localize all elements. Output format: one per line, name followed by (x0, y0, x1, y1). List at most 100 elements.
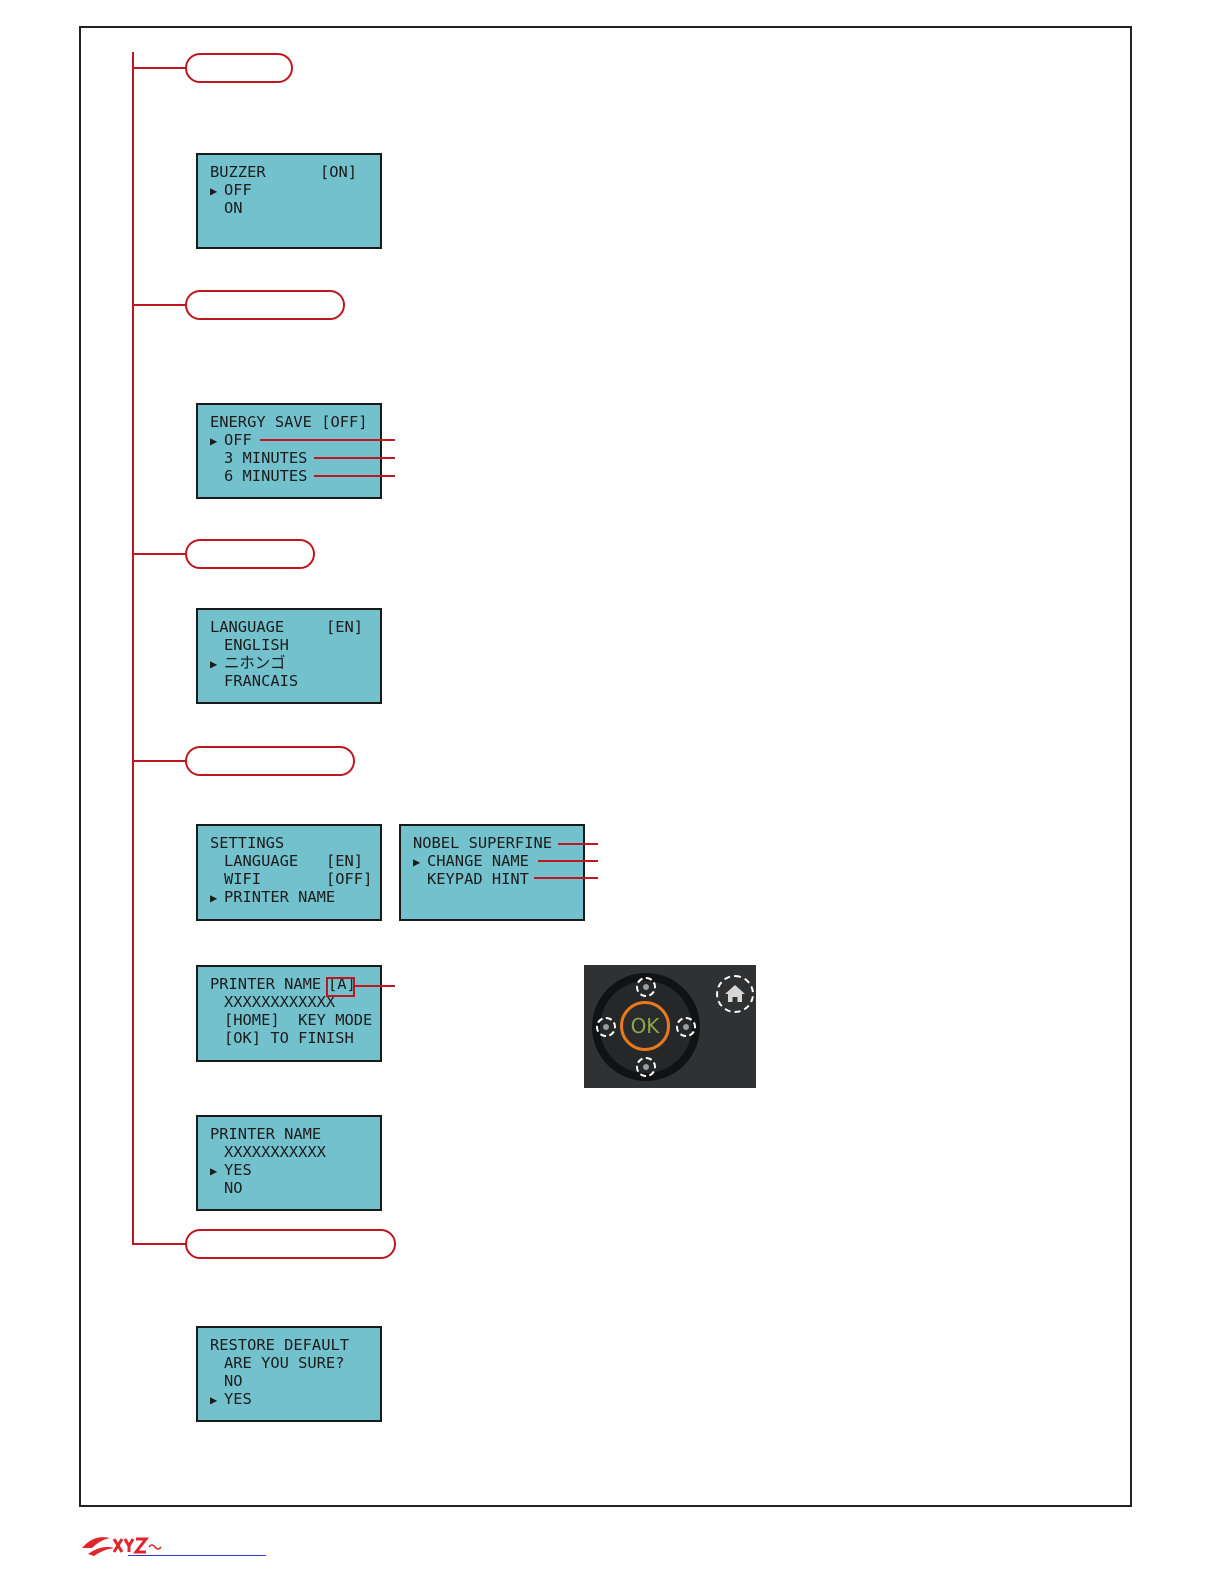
lcd-row: ▶ ニホンゴ (210, 654, 380, 672)
lcd-row-text: XXXXXXXXXXXX (224, 993, 336, 1011)
lcd-row: ON (210, 199, 380, 217)
lcd-row-text: SETTINGS (210, 834, 285, 852)
lcd-row-text: [OK] TO FINISH (224, 1029, 354, 1047)
xyz-logo-icon (82, 1537, 162, 1556)
lcd-row: ▶ YES (210, 1390, 380, 1408)
branch-energy (132, 304, 186, 306)
lcd-row: 3 MINUTES (210, 449, 380, 467)
lcd-printer-edit: PRINTER NAME [A]XXXXXXXXXXXX[HOME] KEY MO… (196, 965, 382, 1062)
lcd-row-text: 6 MINUTES (224, 467, 308, 485)
lcd-row: ▶PRINTER NAME (210, 888, 380, 906)
lcd-row-text: LANGUAGE (210, 618, 285, 636)
selector-arrow-icon: ▶ (210, 1164, 218, 1178)
lcd-row-text: YES (224, 1161, 252, 1179)
lcd-row: ARE YOU SURE? (210, 1354, 380, 1372)
lcd-row-text: LANGUAGE (224, 852, 299, 870)
lcd-row: XXXXXXXXXXXX (210, 993, 380, 1011)
menu-label-printer-name (185, 746, 355, 776)
selector-arrow-icon: ▶ (210, 1393, 218, 1407)
lcd-row: SETTINGS (210, 834, 380, 852)
lcd-row: LANGUAGE [EN] (210, 618, 380, 636)
branch-restore (132, 1243, 186, 1245)
lcd-row-value: [ON] (320, 163, 358, 181)
lcd-row: ENGLISH (210, 636, 380, 654)
lcd-row: LANGUAGE [EN] (210, 852, 380, 870)
lcd-row-text: NO (224, 1179, 243, 1197)
lcd-row: PRINTER NAME (210, 1125, 380, 1143)
lcd-row-text: RESTORE DEFAULT (210, 1336, 349, 1354)
lcd-row-text: ENGLISH (224, 636, 289, 654)
callout-6-minutes (314, 475, 395, 477)
left-button-marker[interactable] (596, 1017, 616, 1037)
lcd-row: NO (210, 1179, 380, 1197)
lcd-row-text: XXXXXXXXXXX (224, 1143, 326, 1161)
lcd-row: ▶ YES (210, 1161, 380, 1179)
lcd-row-text: NOBEL SUPERFINE (413, 834, 552, 852)
selector-arrow-icon: ▶ (210, 657, 218, 671)
callout-3-minutes (314, 457, 395, 459)
selector-arrow-icon: ▶ (413, 855, 421, 869)
lcd-row-text: ON (224, 199, 243, 217)
lcd-row: PRINTER NAME [A] (210, 975, 380, 993)
lcd-row: ▶OFF (210, 431, 380, 449)
right-button-marker[interactable] (676, 1017, 696, 1037)
lcd-row-text: [HOME] KEY MODE (224, 1011, 373, 1029)
lcd-row-text: YES (224, 1390, 252, 1408)
lcd-row: BUZZER [ON] (210, 163, 380, 181)
lcd-row-value: [EN] (326, 618, 364, 636)
lcd-row-text: ニホンゴ (224, 654, 286, 672)
lcd-row-text: 3 MINUTES (224, 449, 308, 467)
menu-label-language (185, 539, 315, 569)
ok-button[interactable]: OK (620, 1001, 670, 1051)
up-button-marker[interactable] (636, 977, 656, 997)
lcd-row: WIFI [OFF] (210, 870, 380, 888)
lcd-row: [OK] TO FINISH (210, 1029, 380, 1047)
menu-label-restore-default (185, 1229, 396, 1259)
lcd-row-text: ARE YOU SURE? (224, 1354, 345, 1372)
callout-off (260, 439, 395, 441)
callout-key-mode (355, 985, 395, 987)
menu-tree-trunk (132, 52, 134, 1245)
lcd-row: NOBEL SUPERFINE (413, 834, 583, 852)
callout-keypad-hint (534, 877, 598, 879)
lcd-row: 6 MINUTES (210, 467, 380, 485)
lcd-row-text: PRINTER NAME (210, 975, 322, 993)
lcd-row: [HOME] KEY MODE (210, 1011, 380, 1029)
menu-label-buzzer (185, 53, 293, 83)
right-button-dot (683, 1024, 689, 1030)
left-button-dot (603, 1024, 609, 1030)
lcd-row: ▶OFF (210, 181, 380, 199)
branch-printer-name (132, 760, 186, 762)
menu-label-energy-save (185, 290, 345, 320)
lcd-row-text: PRINTER NAME (210, 1125, 322, 1143)
callout-change-name (538, 860, 598, 862)
lcd-row-text: CHANGE NAME (427, 852, 529, 870)
lcd-row: XXXXXXXXXXX (210, 1143, 380, 1161)
lcd-row: ▶ CHANGE NAME (413, 852, 583, 870)
lcd-row: ENERGY SAVE [OFF] (210, 413, 380, 431)
page-frame (79, 26, 1132, 1507)
keypad-photo: OK (584, 965, 756, 1088)
lcd-row-text: WIFI (224, 870, 262, 888)
lcd-row-text: OFF (224, 181, 252, 199)
callout-nobel-superfine (558, 843, 598, 845)
lcd-row-text: BUZZER (210, 163, 266, 181)
lcd-row-text: KEYPAD HINT (427, 870, 529, 888)
down-button-marker[interactable] (636, 1057, 656, 1077)
lcd-row-value: [OFF] (326, 870, 373, 888)
down-button-dot (643, 1064, 649, 1070)
lcd-row-value: [A] (328, 975, 356, 993)
home-button[interactable] (716, 975, 754, 1013)
footer-link-underline (128, 1555, 266, 1556)
lcd-row-value: [EN] (326, 852, 364, 870)
lcd-row-text: OFF (224, 431, 252, 449)
lcd-row: KEYPAD HINT (413, 870, 583, 888)
lcd-row: RESTORE DEFAULT (210, 1336, 380, 1354)
up-button-dot (643, 984, 649, 990)
